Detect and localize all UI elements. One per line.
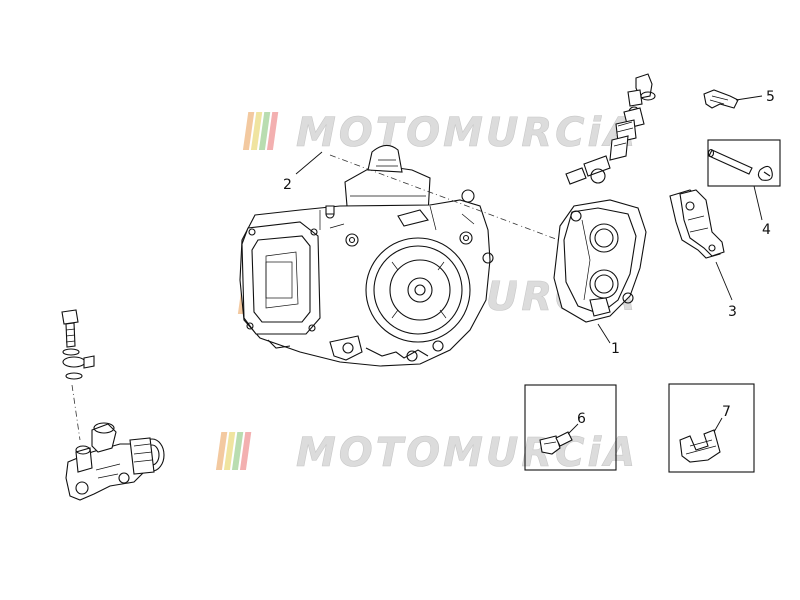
- hose-holder: [679, 429, 721, 463]
- callout-4: 4: [762, 222, 771, 238]
- pad-spring: [703, 89, 739, 109]
- watermark-top: MOTOMURCiA: [242, 110, 638, 156]
- clip-box-6: [524, 384, 617, 471]
- banjo-bolt: [61, 309, 79, 348]
- gearbox-housing: [239, 144, 494, 367]
- leader-line-6: [567, 423, 579, 435]
- pin-clip: [757, 165, 773, 181]
- watermark-text: MOTOMURCiA: [296, 430, 638, 476]
- axis-line-master-cylinder: [71, 384, 81, 441]
- leader-line-1: [597, 323, 611, 344]
- pin-kit-box: [707, 139, 781, 187]
- leader-line-5: [735, 95, 763, 101]
- callout-3: 3: [728, 304, 737, 320]
- callout-2: 2: [283, 177, 292, 193]
- hose-end-fitting: [565, 167, 587, 185]
- sealing-washer-lower: [65, 372, 83, 380]
- brake-caliper: [553, 199, 647, 323]
- clip-box-7: [668, 383, 755, 473]
- bleeder-valve-assembly: [609, 73, 656, 161]
- watermark-bottom: MOTOMURCiA: [215, 430, 638, 476]
- brake-hose-inner: [83, 174, 573, 401]
- callout-5: 5: [766, 89, 775, 105]
- callout-1: 1: [611, 341, 620, 357]
- pad-pin: [707, 148, 753, 175]
- watermark-text: MOTOMURCiA: [296, 110, 638, 156]
- leader-line-3: [715, 261, 733, 301]
- callout-6: 6: [577, 411, 586, 427]
- hose-clip: [539, 431, 573, 455]
- brake-pads: [669, 189, 725, 259]
- master-cylinder: [65, 422, 165, 501]
- axis-line-engine-caliper: [329, 154, 581, 249]
- hose-banjo-fitting: [62, 355, 95, 369]
- callout-7: 7: [722, 404, 731, 420]
- leader-line-2: [295, 151, 323, 175]
- leader-line-7: [713, 417, 723, 433]
- sealing-washer-upper: [62, 348, 80, 356]
- leader-line-4: [753, 185, 763, 221]
- banjo-washer: [590, 168, 606, 184]
